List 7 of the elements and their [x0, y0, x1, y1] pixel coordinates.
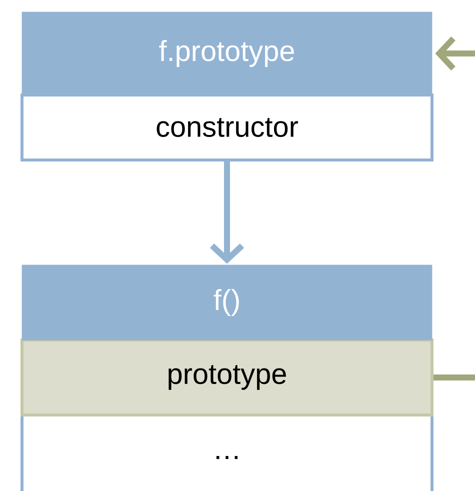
arrow — [434, 36, 475, 380]
highlighted-row-box: prototype — [20, 338, 434, 416]
row-box: constructor — [20, 94, 434, 162]
arrow — [210, 162, 244, 264]
header-band: f.prototype — [22, 12, 432, 96]
header-band: f() — [22, 264, 432, 340]
row-box: … — [20, 414, 434, 491]
